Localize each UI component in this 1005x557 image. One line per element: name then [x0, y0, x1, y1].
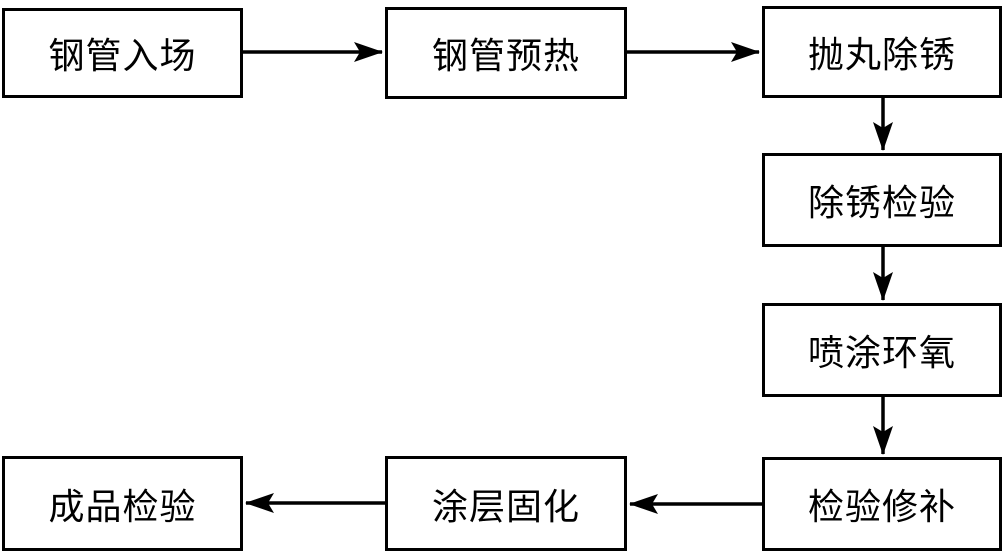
flow-node-pipe-preheating: 钢管预热: [385, 7, 627, 99]
node-label: 除锈检验: [807, 183, 956, 223]
flow-node-shot-blasting-derusting: 抛丸除锈: [762, 6, 1002, 98]
flow-node-inspection-repair: 检验修补: [762, 457, 1002, 551]
node-label: 钢管入场: [48, 36, 197, 76]
flow-node-finished-product-inspection: 成品检验: [2, 456, 243, 551]
node-label: 涂层固化: [431, 486, 580, 527]
node-label: 成品检验: [48, 486, 197, 527]
flow-node-derusting-inspection: 除锈检验: [762, 153, 1002, 247]
node-label: 检验修补: [807, 487, 956, 527]
node-label: 喷涂环氧: [807, 333, 956, 373]
node-label: 抛丸除锈: [807, 35, 956, 75]
flow-node-coating-curing: 涂层固化: [385, 456, 627, 551]
flow-node-steel-pipe-arrival: 钢管入场: [2, 8, 243, 98]
node-label: 钢管预热: [431, 36, 580, 76]
flow-node-epoxy-spraying: 喷涂环氧: [762, 303, 1002, 397]
